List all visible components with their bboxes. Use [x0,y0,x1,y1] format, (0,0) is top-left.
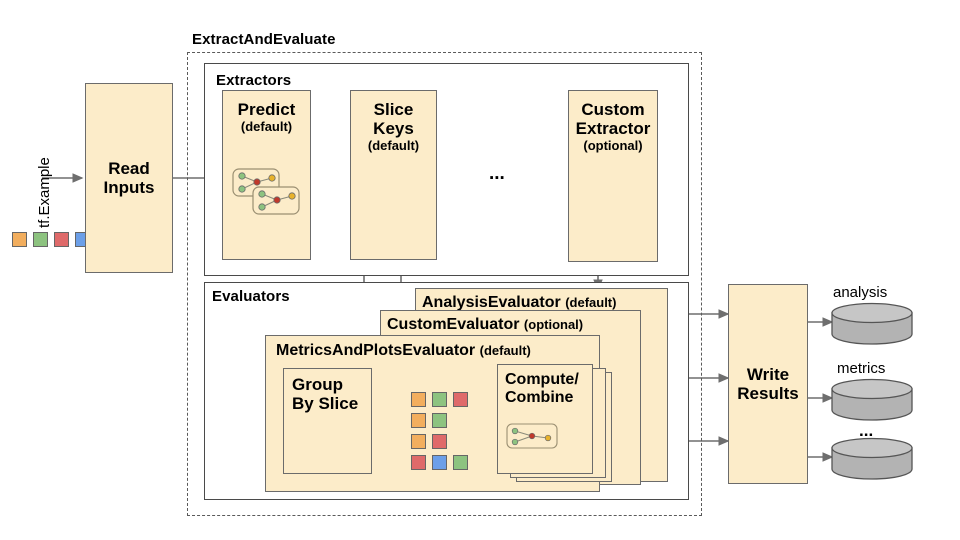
metrics-store-cylinder [831,378,913,421]
metrics-evaluator-title: MetricsAndPlotsEvaluator [276,342,476,359]
group-by-slice-line2: By Slice [292,394,359,414]
chip-red [453,392,468,407]
custom-evaluator-qualifier: (optional) [523,317,584,332]
slice-chip-row [411,413,468,428]
chip-red [411,455,426,470]
chip-green [33,232,48,247]
slice-keys-line1: Slice [373,100,414,119]
chip-orange [411,392,426,407]
chip-orange [411,413,426,428]
extractor-node-slice-keys[interactable]: Slice Keys (default) [350,90,437,260]
custom-extractor-line1: Custom [581,100,645,119]
read-inputs-line1: Read [108,158,150,178]
chip-red [54,232,69,247]
chip-orange [411,434,426,449]
input-label: tf.Example [36,157,53,228]
extractors-label: Extractors [216,72,292,89]
other-store-cylinder [831,437,913,480]
group-by-slice-line1: Group [292,375,343,394]
slice-keys-qualifier: (default) [367,138,420,154]
output-label-other: ... [859,421,874,440]
extractors-ellipsis: ... [489,163,505,184]
model-graph-icon [232,168,300,215]
read-inputs-line2: Inputs [103,178,155,197]
slice-chip-row [411,455,468,470]
chip-green [453,455,468,470]
output-label-analysis: analysis [833,284,888,301]
output-label-metrics: metrics [837,360,886,377]
write-results-node[interactable]: Write Results [728,284,808,484]
input-chips [12,232,90,247]
chip-orange [12,232,27,247]
analysis-store-cylinder [831,302,913,345]
slice-chip-row [411,434,468,449]
predict-title: Predict [237,100,296,119]
extractor-node-predict[interactable]: Predict (default) [222,90,311,260]
extract-and-evaluate-group [187,52,702,516]
write-results-line2: Results [737,384,799,403]
chip-red [432,434,447,449]
analysis-evaluator-qualifier: (default) [565,295,617,310]
compute-combine-line1: Compute/ [505,371,579,388]
compute-combine-node[interactable]: Compute/ Combine [497,364,593,474]
custom-evaluator-title: CustomEvaluator [387,316,520,333]
analysis-evaluator-title: AnalysisEvaluator [422,294,561,311]
extractor-node-custom[interactable]: Custom Extractor (optional) [568,90,658,262]
write-results-line1: Write [746,364,790,384]
chip-blue [432,455,447,470]
slice-chip-row [411,392,468,407]
metrics-evaluator-qualifier: (default) [479,343,531,358]
chip-green [432,392,447,407]
custom-extractor-line2: Extractor [575,119,651,139]
slice-chip-grid [411,392,468,470]
chip-green [432,413,447,428]
compute-combine-line2: Combine [505,388,574,406]
custom-extractor-qualifier: (optional) [583,138,643,154]
metrics-graph-icon [506,423,558,449]
extract-and-evaluate-label: ExtractAndEvaluate [192,31,336,48]
evaluators-label: Evaluators [212,288,290,305]
predict-qualifier: (default) [240,119,293,135]
slice-keys-line2: Keys [373,119,414,139]
group-by-slice-node[interactable]: Group By Slice [283,368,372,474]
read-inputs-node[interactable]: Read Inputs [85,83,173,273]
